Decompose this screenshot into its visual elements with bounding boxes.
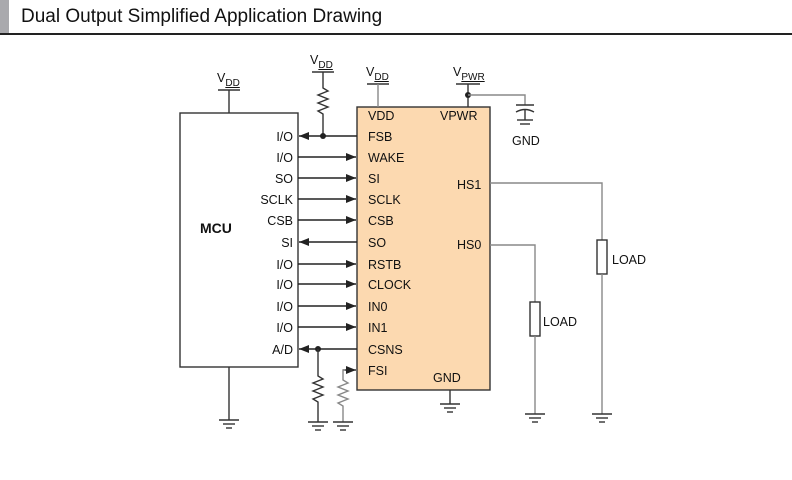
mcu-pin: I/O <box>276 130 293 144</box>
driver-ic <box>356 106 491 391</box>
svg-text:VDD: VDD <box>310 53 333 71</box>
mcu-block <box>179 112 299 368</box>
cap-gnd-label: GND <box>512 134 540 148</box>
chip-pin-sclk: SCLK <box>368 193 401 207</box>
vdd-chip: VDD <box>366 65 389 107</box>
mcu-pin: SCLK <box>260 193 293 207</box>
mcu-pin: I/O <box>276 300 293 314</box>
chip-pin-gnd: GND <box>433 371 461 385</box>
chip-pin-vpwr: VPWR <box>440 109 478 123</box>
vpwr-supply: VPWR GND <box>453 65 540 148</box>
vdd-pullup: VDD <box>310 53 334 139</box>
mcu-pin: CSB <box>267 214 293 228</box>
mcu-pin: A/D <box>272 343 293 357</box>
svg-text:LOAD: LOAD <box>543 315 577 329</box>
mcu-pin: I/O <box>276 258 293 272</box>
svg-text:VDD: VDD <box>217 71 240 89</box>
mcu-label: MCU <box>200 220 232 236</box>
mcu-pin: SO <box>275 172 293 186</box>
load-hs0: LOAD <box>490 244 577 423</box>
load-hs1: LOAD <box>490 182 646 423</box>
mcu-ground-icon <box>219 367 239 429</box>
csns-resistor <box>308 346 328 431</box>
chip-ground-icon <box>440 390 460 413</box>
svg-text:VPWR: VPWR <box>453 65 485 83</box>
chip-pin-rstb: RSTB <box>368 258 401 272</box>
svg-text:VDD: VDD <box>366 65 389 83</box>
chip-pin-hs0: HS0 <box>457 238 481 252</box>
svg-text:LOAD: LOAD <box>612 253 646 267</box>
mcu-pin: I/O <box>276 321 293 335</box>
chip-pin-so: SO <box>368 236 386 250</box>
chip-pin-clock: CLOCK <box>368 278 412 292</box>
chip-pin-hs1: HS1 <box>457 178 481 192</box>
chip-pin-in1: IN1 <box>368 321 388 335</box>
header-accent <box>0 0 9 33</box>
mcu-pin: I/O <box>276 151 293 165</box>
page-title: Dual Output Simplified Application Drawi… <box>21 6 383 27</box>
mcu-vdd: VDD <box>217 71 240 113</box>
mcu-pin: SI <box>281 236 293 250</box>
chip-pin-fsi: FSI <box>368 364 387 378</box>
chip-pin-in0: IN0 <box>368 300 388 314</box>
chip-pin-si: SI <box>368 172 380 186</box>
header: Dual Output Simplified Application Drawi… <box>0 0 792 35</box>
fsi-resistor <box>333 369 353 431</box>
chip-pin-csb: CSB <box>368 214 394 228</box>
mcu-pin: I/O <box>276 278 293 292</box>
chip-pin-wake: WAKE <box>368 151 404 165</box>
chip-pin-vdd: VDD <box>368 109 394 123</box>
chip-pin-csns: CSNS <box>368 343 403 357</box>
chip-pin-fsb: FSB <box>368 130 392 144</box>
